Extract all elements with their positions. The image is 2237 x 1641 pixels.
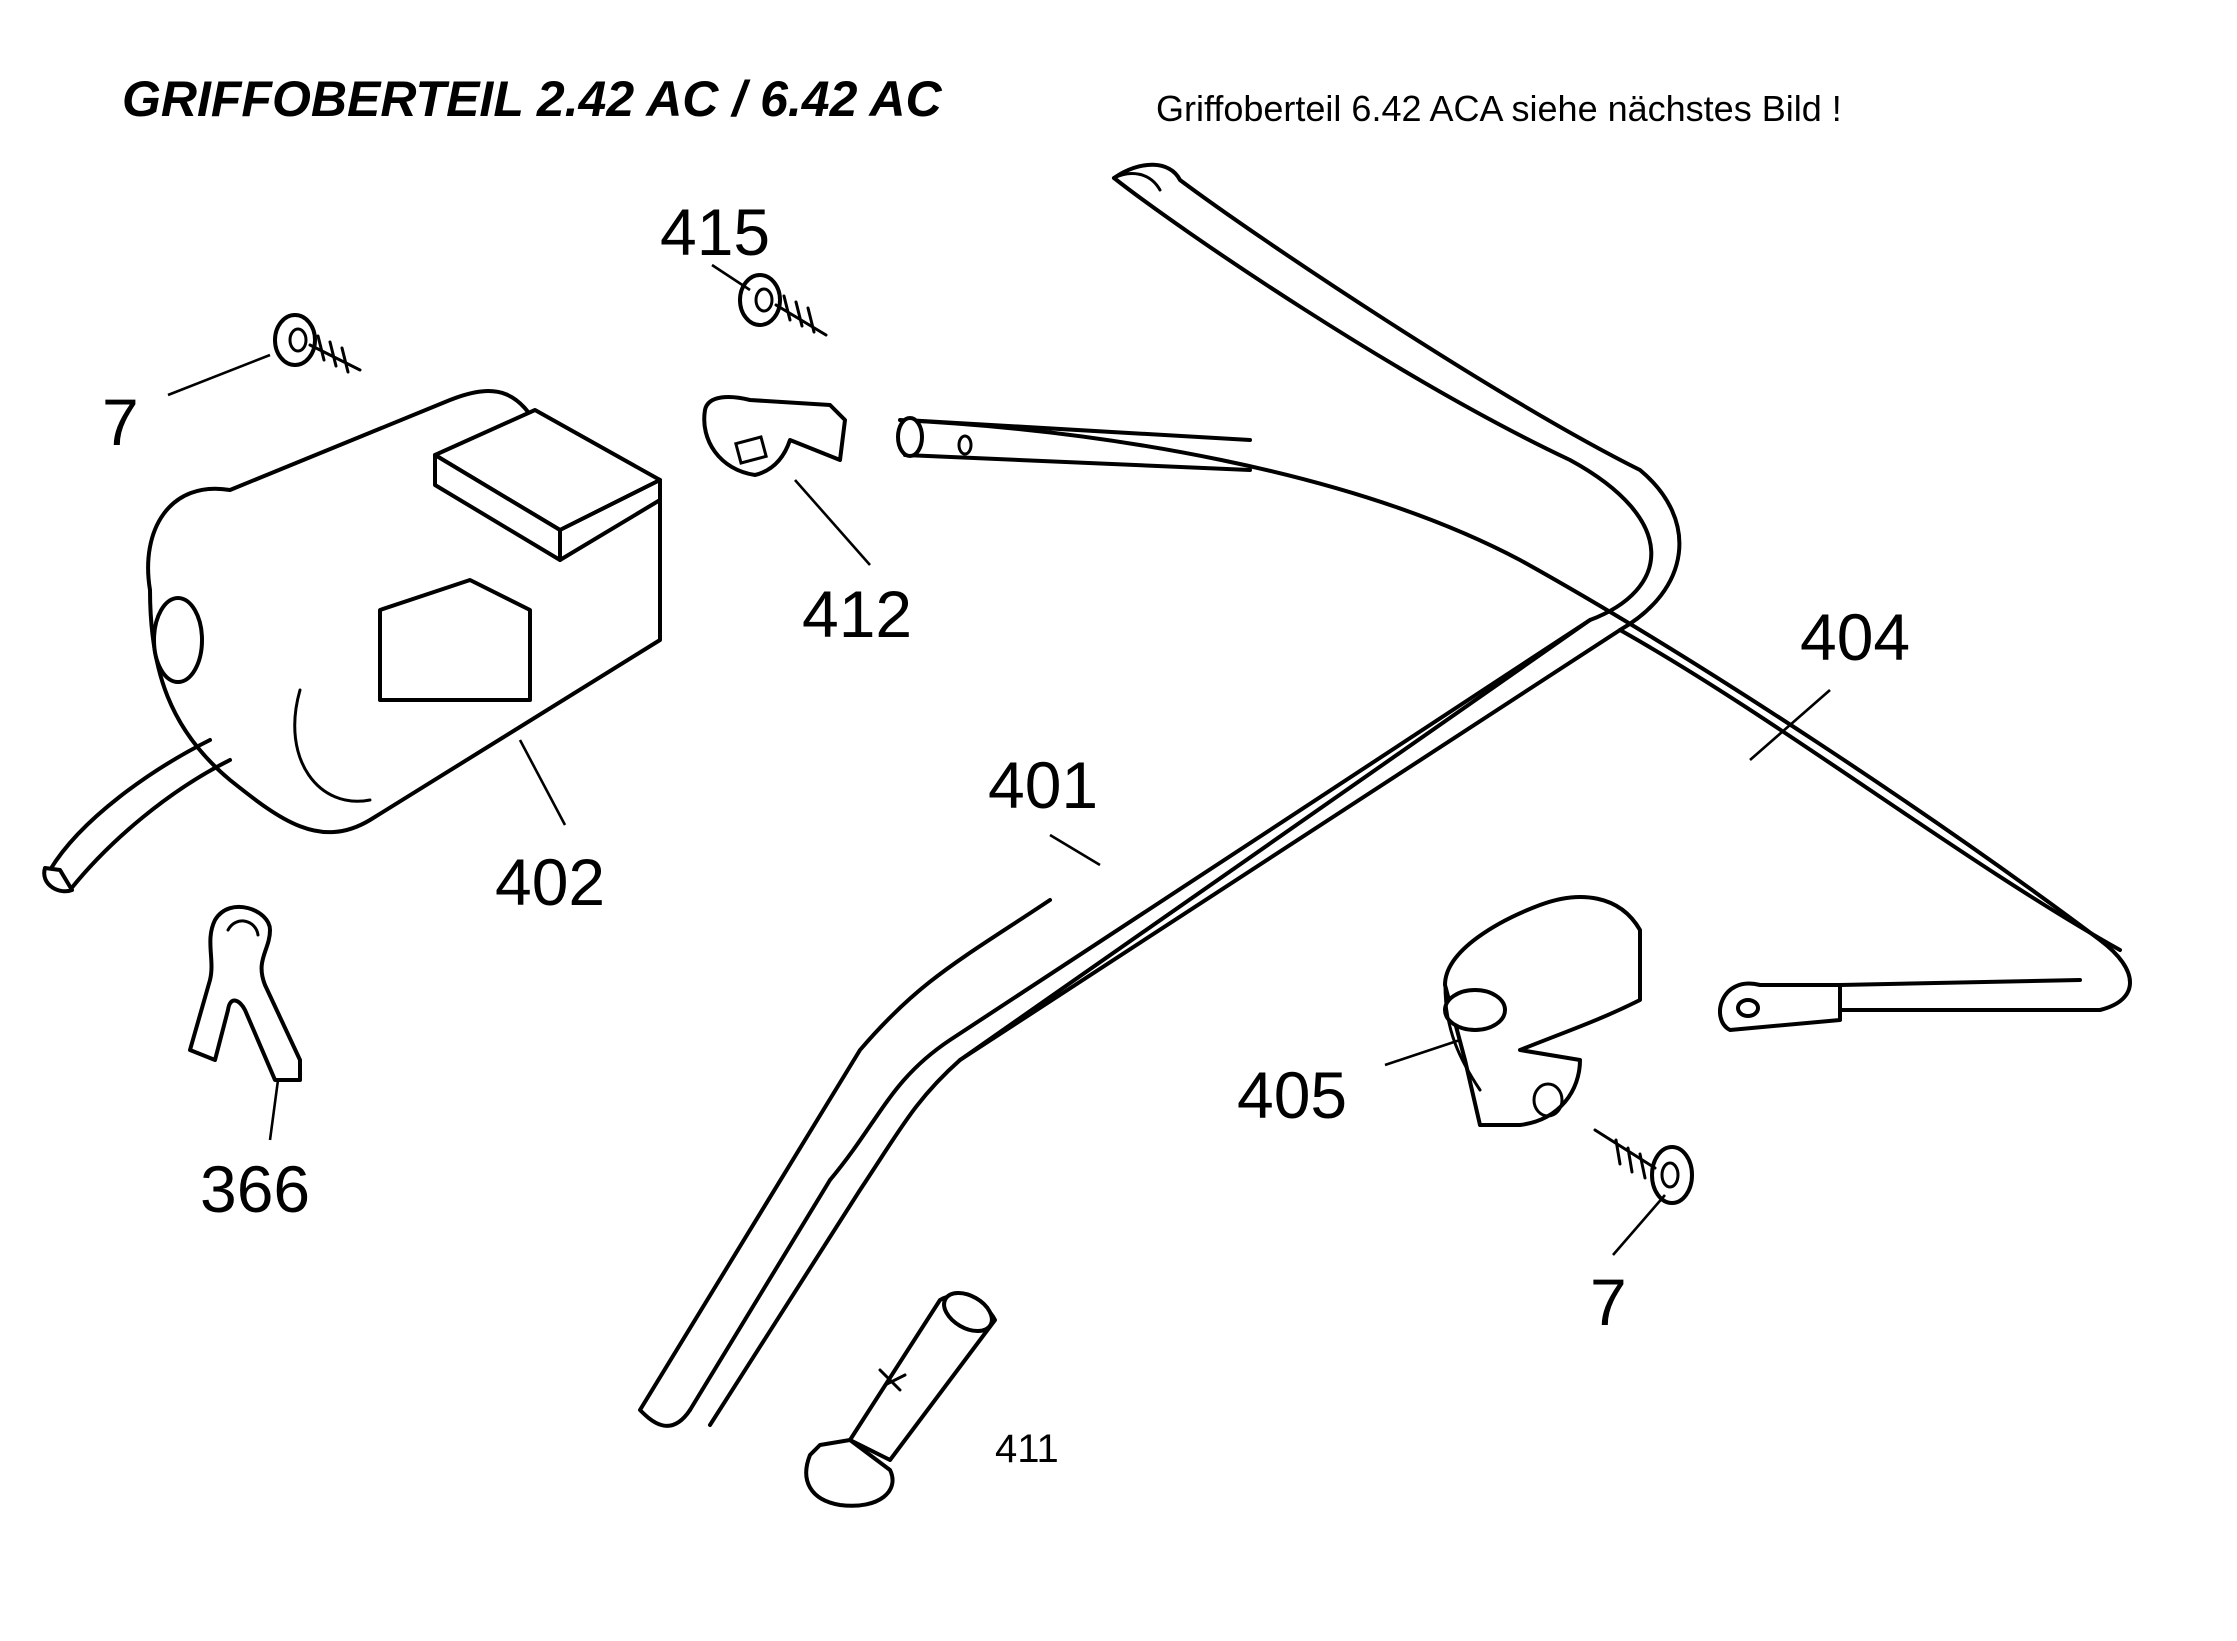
- callout-404: 404: [1800, 600, 1910, 674]
- part-366-clip: [188, 904, 302, 1082]
- callout-401: 401: [988, 748, 1098, 822]
- callout-405: 405: [1237, 1058, 1347, 1132]
- leader-lines: [167, 263, 1831, 1256]
- callout-366: 366: [200, 1152, 310, 1226]
- callout-7-bottom: 7: [1590, 1265, 1627, 1339]
- part-405-clamp: [1443, 895, 1642, 1127]
- page-note: Griffoberteil 6.42 ACA siehe nächstes Bi…: [1156, 88, 1842, 129]
- tube-end-detail: [896, 416, 1252, 472]
- part-402-switch-housing: [42, 389, 662, 894]
- part-401-handle-tube: [638, 162, 1682, 1428]
- part-415-screw: [738, 273, 828, 337]
- part-7-screw-bottom: [1593, 1128, 1694, 1205]
- callout-412: 412: [802, 577, 912, 651]
- part-404-brace-bar: [898, 418, 2132, 1032]
- page-title: GRIFFOBERTEIL 2.42 AC / 6.42 AC: [122, 71, 942, 127]
- callout-402: 402: [495, 845, 605, 919]
- callout-7-top: 7: [102, 385, 139, 459]
- callout-411: 411: [995, 1427, 1059, 1471]
- part-412-lever: [702, 395, 847, 477]
- part-7-screw-top: [273, 313, 362, 374]
- callout-415: 415: [660, 195, 770, 269]
- part-411-pin: [804, 1291, 997, 1508]
